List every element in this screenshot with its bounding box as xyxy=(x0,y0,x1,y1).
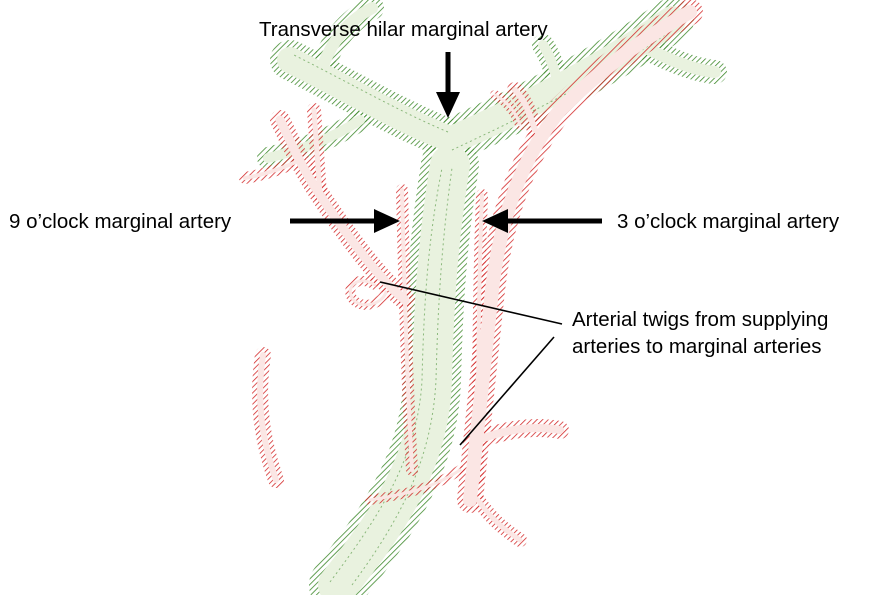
arterial-twigs-label-line2: arteries to marginal arteries xyxy=(572,333,828,360)
left-hepatic-artery xyxy=(280,120,405,300)
arterial-twigs-label: Arterial twigs from supplying arteries t… xyxy=(572,306,828,360)
nine-oclock-label: 9 o’clock marginal artery xyxy=(9,208,231,235)
transverse-hilar-label: Transverse hilar marginal artery xyxy=(259,16,548,43)
three-oclock-label: 3 o’clock marginal artery xyxy=(617,208,839,235)
nine-arrow-head xyxy=(374,209,400,233)
arterial-twigs-label-line1: Arterial twigs from supplying xyxy=(572,306,828,333)
